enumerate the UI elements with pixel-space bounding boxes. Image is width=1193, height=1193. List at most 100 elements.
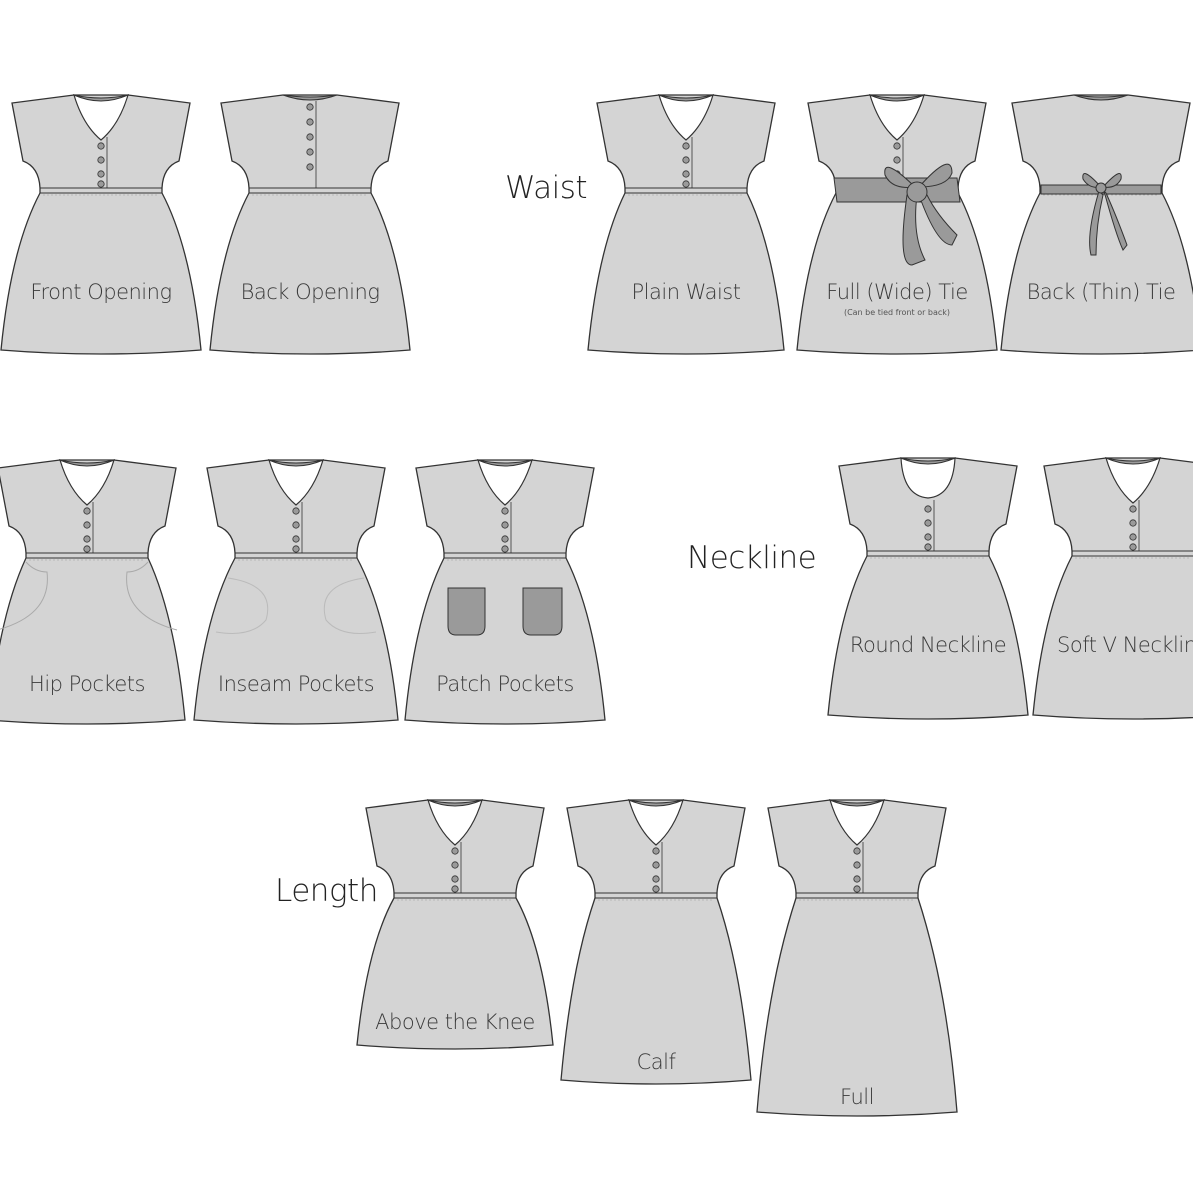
back-neckband <box>282 94 338 101</box>
button-icon <box>451 875 459 883</box>
button-icon <box>652 875 660 883</box>
dress-body <box>1032 457 1193 720</box>
button-icon <box>924 543 932 551</box>
button-icon <box>306 118 314 126</box>
neckband <box>829 799 885 807</box>
patch-pocket-right <box>522 587 563 636</box>
dress-label: Back Opening <box>240 280 380 304</box>
back-neckband <box>1073 94 1129 101</box>
button-icon <box>83 521 91 529</box>
waist-seam <box>249 187 372 194</box>
button-icon <box>83 535 91 543</box>
dress <box>587 94 785 355</box>
button-icon <box>652 885 660 893</box>
neckband <box>1105 457 1161 465</box>
waist-seam <box>235 552 358 559</box>
heading-neckline: Neckline <box>687 540 817 576</box>
neckband <box>628 799 684 807</box>
inseam-pocket-right <box>323 577 377 634</box>
button-icon <box>306 163 314 171</box>
dress <box>356 799 554 1050</box>
neckband <box>59 459 115 467</box>
button-icon <box>682 142 690 150</box>
waist-seam <box>796 892 919 899</box>
dress-label: Round Neckline <box>849 633 1007 657</box>
tie-knot <box>1095 182 1107 194</box>
dress-label: Soft V Neckline <box>1057 633 1193 657</box>
neckband <box>477 459 533 467</box>
waist-seam <box>867 550 990 557</box>
neckband <box>900 457 956 465</box>
button-icon <box>652 847 660 855</box>
button-icon <box>924 519 932 527</box>
dress-label: Hip Pockets <box>29 672 145 696</box>
button-icon <box>682 170 690 178</box>
waist-seam <box>595 892 718 899</box>
dress-label: Patch Pockets <box>436 672 574 696</box>
heading-length: Length <box>275 873 378 909</box>
dress-label: Plain Waist <box>631 280 742 304</box>
dress <box>827 457 1029 720</box>
button-icon <box>501 507 509 515</box>
button-icon <box>83 507 91 515</box>
button-icon <box>682 180 690 188</box>
tie-bow <box>884 163 953 188</box>
patch-pocket-left <box>447 587 486 636</box>
dress <box>404 459 606 725</box>
waist-seam <box>625 187 748 194</box>
dress-label: Above the Knee <box>375 1010 535 1034</box>
dress <box>1032 457 1193 720</box>
tie-tails <box>1089 189 1128 256</box>
dress <box>1000 94 1193 355</box>
button-icon <box>306 133 314 141</box>
dress-label: Inseam Pockets <box>217 672 375 696</box>
waist-seam <box>444 552 567 559</box>
dress-label: Full <box>840 1085 874 1109</box>
waist-seam <box>394 892 517 899</box>
button-icon <box>292 521 300 529</box>
tie-knot <box>906 181 928 203</box>
dress-label: Full (Wide) Tie <box>826 280 968 304</box>
waist-seam <box>1072 550 1193 557</box>
dress-sublabel: (Can be tied front or back) <box>843 308 951 317</box>
dress <box>209 94 411 355</box>
neckband <box>73 94 129 102</box>
neckband <box>658 94 714 102</box>
button-icon <box>682 156 690 164</box>
button-icon <box>292 507 300 515</box>
button-icon <box>97 156 105 164</box>
button-icon <box>451 861 459 869</box>
waist-seam <box>26 552 149 559</box>
button-icon <box>1129 533 1137 541</box>
button-icon <box>1129 543 1137 551</box>
button-icon <box>97 180 105 188</box>
button-icon <box>853 847 861 855</box>
neckband <box>427 799 483 807</box>
button-icon <box>1129 519 1137 527</box>
dress <box>193 459 399 725</box>
button-icon <box>97 170 105 178</box>
button-icon <box>893 156 901 164</box>
inseam-pocket-left <box>215 577 269 634</box>
dress-label: Back (Thin) Tie <box>1026 280 1176 304</box>
button-icon <box>924 505 932 513</box>
button-icon <box>83 545 91 553</box>
dress <box>0 94 202 355</box>
neckband <box>869 94 925 102</box>
tie-bow <box>1082 173 1122 188</box>
dress-label: Front Opening <box>30 280 172 304</box>
hip-pocket-right <box>126 561 178 631</box>
button-icon <box>501 545 509 553</box>
button-icon <box>893 142 901 150</box>
hip-pocket-left <box>0 561 48 630</box>
button-icon <box>652 861 660 869</box>
button-icon <box>924 533 932 541</box>
button-icon <box>451 885 459 893</box>
heading-waist: Waist <box>505 170 588 206</box>
waist-seam <box>40 187 163 194</box>
button-icon <box>306 148 314 156</box>
button-icon <box>451 847 459 855</box>
button-icon <box>853 875 861 883</box>
